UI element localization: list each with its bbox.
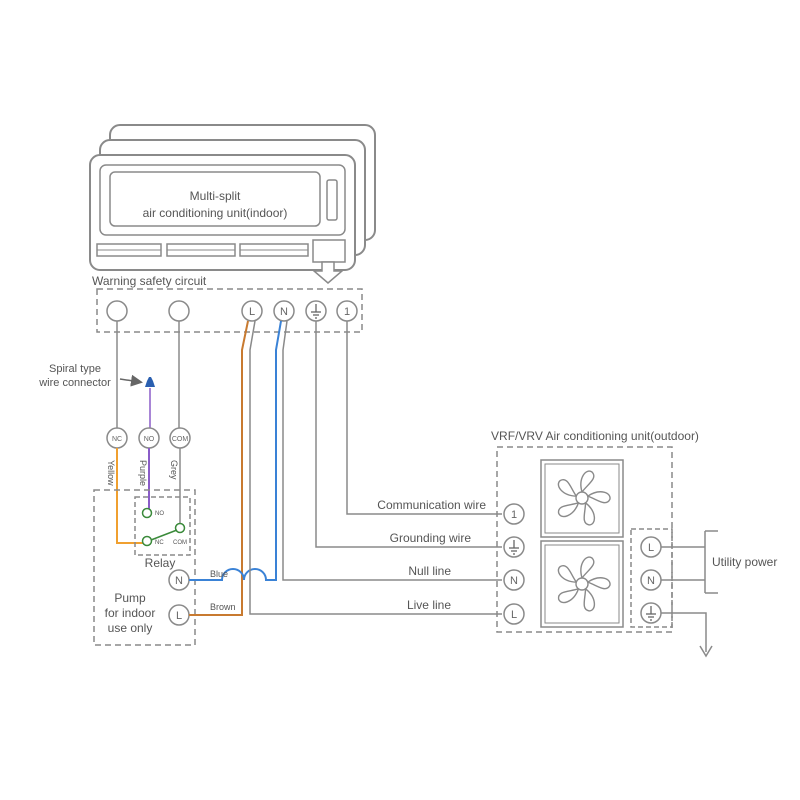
warning-terminal-l-label: L	[249, 306, 255, 318]
wire-yellow-label: Yellow	[106, 460, 116, 486]
relay-contact-no	[141, 507, 153, 519]
relay-contacts-row: NC NO COM	[106, 427, 191, 449]
relay-label: Relay	[145, 556, 176, 570]
spiral-connector-arrow	[119, 374, 143, 387]
relay-com-label: COM	[173, 540, 187, 546]
wire-grounding-label: Grounding wire	[390, 531, 472, 545]
warning-terminal-a	[106, 300, 128, 322]
indoor-unit-title-line1: Multi-split	[190, 189, 241, 203]
ground-icon	[509, 540, 519, 555]
wire-purple-label: Purple	[138, 460, 148, 486]
wire-communication	[346, 321, 502, 515]
warning-terminal-l	[241, 300, 263, 322]
outdoor-terminal-1	[503, 503, 525, 525]
contact-nc-label: NC	[112, 436, 122, 443]
outdoor-terminal-l-label: L	[511, 609, 517, 621]
utility-terminal-n-label: N	[647, 575, 655, 587]
utility-power-label: Utility power	[712, 555, 777, 569]
spiral-connector-label-line2: wire connector	[38, 377, 111, 389]
wire-communication-label: Communication wire	[377, 498, 486, 512]
relay-box	[134, 496, 191, 556]
warning-safety-circuit: Warning safety circuit L N 1	[92, 274, 363, 333]
pump-terminal-l-label: L	[176, 610, 182, 622]
spiral-connector-label-line1: Spiral type	[49, 363, 101, 375]
fan-icon	[540, 540, 624, 628]
utility-feed-lines	[661, 530, 718, 594]
utility-terminal-box	[630, 528, 673, 628]
pump-label-line2: for indoor	[105, 606, 156, 620]
relay-switch-arm	[150, 529, 178, 541]
pump-outer-box	[93, 489, 196, 646]
warning-terminal-1-label: 1	[344, 306, 350, 318]
indoor-unit-title-line2: air conditioning unit(indoor)	[143, 206, 288, 220]
pump-terminal-n-label: N	[175, 575, 183, 587]
wire-brown	[189, 320, 249, 616]
pump-label-line1: Pump	[114, 591, 146, 605]
pump-label-line3: use only	[108, 621, 153, 635]
pump-box: NO NC COM Relay N L Pump for indoor use …	[93, 489, 196, 646]
contact-no-label: NO	[144, 436, 155, 443]
ground-icon	[646, 606, 656, 621]
relay-contact-nc	[141, 535, 153, 547]
utility-ground-line	[661, 612, 707, 652]
wire-grey-label: Grey	[169, 460, 179, 480]
wire-live-line-label: Live line	[407, 598, 451, 612]
wire-blue	[189, 320, 282, 581]
outdoor-terminal-n-label: N	[510, 575, 518, 587]
indoor-unit: Multi-split air conditioning unit(indoor…	[89, 124, 376, 284]
ground-arrow-icon	[699, 645, 713, 658]
utility-terminal-l-label: L	[648, 542, 654, 554]
wire-null-line	[282, 320, 502, 581]
fan-icon	[540, 459, 624, 538]
indoor-terminal-block	[312, 239, 346, 263]
utility-power: L N Utility power	[630, 528, 777, 658]
spiral-connector: Spiral type wire connector	[38, 363, 155, 389]
wire-blue-label: Blue	[210, 569, 228, 579]
wire-live-line	[249, 320, 502, 615]
wire-null-line-label: Null line	[408, 564, 451, 578]
wire-yellow	[116, 448, 146, 544]
contact-com-label: COM	[172, 436, 189, 443]
outdoor-unit: VRF/VRV Air conditioning unit(outdoor) 1…	[491, 429, 699, 633]
relay-contact-com	[174, 522, 186, 534]
warning-circuit-label: Warning safety circuit	[92, 274, 207, 288]
indoor-unit-side-slot	[326, 179, 338, 221]
ground-icon	[311, 304, 321, 319]
outdoor-terminal-l	[503, 603, 525, 625]
wire-brown-label: Brown	[210, 602, 236, 612]
outdoor-terminal-n	[503, 569, 525, 591]
down-arrow-icon	[311, 261, 345, 284]
outdoor-unit-title: VRF/VRV Air conditioning unit(outdoor)	[491, 429, 699, 443]
warning-circuit-box	[96, 288, 363, 333]
relay-nc-label: NC	[155, 540, 164, 546]
warning-terminal-n-label: N	[280, 306, 288, 318]
wire-grounding	[315, 321, 502, 548]
indoor-unit-inner-panel	[109, 171, 321, 227]
spiral-connector-cap-icon	[145, 377, 155, 387]
outdoor-terminal-1-label: 1	[511, 509, 517, 521]
relay-no-label: NO	[155, 511, 164, 517]
warning-terminal-b	[168, 300, 190, 322]
warning-terminal-n	[273, 300, 295, 322]
